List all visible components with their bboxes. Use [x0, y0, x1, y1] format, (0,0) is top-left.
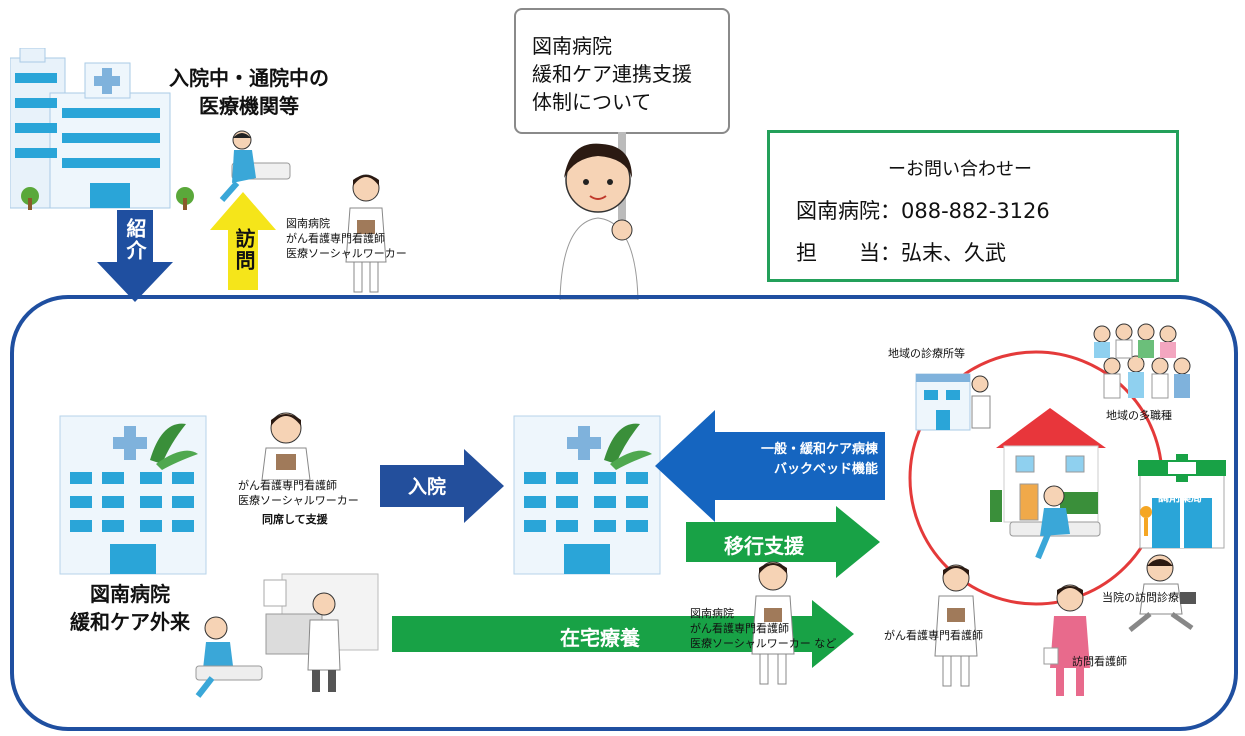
clinic-name: 図南病院 緩和ケア外来: [70, 582, 190, 634]
house-icon: [990, 408, 1106, 560]
contact-box: ーお問い合わせー 図南病院：088-882-3126 担 当：弘末、久武: [767, 130, 1179, 282]
main-frame: [10, 295, 1238, 731]
referral-arrow: [97, 210, 173, 302]
community-clinic: 地域の診療所等: [888, 347, 965, 360]
nurse-icon: [1043, 584, 1090, 696]
admit-arrow: [380, 449, 504, 523]
visit-staff: 図南病院 がん看護専門看護師 医療ソーシャルワーカー: [286, 217, 407, 260]
contact-person: ：弘末、久武: [880, 241, 1006, 265]
nurse-icon: [934, 564, 978, 687]
doctor-icon: [1128, 554, 1196, 632]
homecare-arrow: [392, 600, 854, 668]
sign-text: 図南病院 緩和ケア連携支援 体制について: [532, 34, 692, 114]
staff-left: がん看護専門看護師 医療ソーシャルワーカー: [238, 479, 359, 507]
community-multi-staff: 地域の多職種: [1106, 409, 1172, 422]
hospital-icon: [59, 415, 207, 575]
patient-icon: [219, 130, 291, 202]
hospital-icon: [513, 415, 661, 575]
community-visit-doctor: 当院の訪問診療: [1102, 591, 1179, 604]
nurse-icon: [345, 174, 387, 293]
pharmacy-icon: [1138, 454, 1226, 549]
doctor-icon: [195, 573, 379, 698]
contact-person-label: 担 当: [796, 241, 880, 265]
staff-left-note: 同席して支援: [262, 513, 328, 526]
homecare-label: 在宅療養: [560, 626, 640, 650]
contact-phone-label: 図南病院: [796, 199, 880, 223]
visit-arrow: [210, 192, 276, 290]
nurse-icon: [751, 561, 795, 685]
contact-phone: ：088-882-3126: [880, 199, 1050, 223]
contact-header: ーお問い合わせー: [888, 159, 1032, 180]
contact-person-row: 担 当：弘末、久武: [796, 237, 1006, 267]
visit-label: 訪問: [232, 228, 256, 272]
backbed-arrow: [655, 410, 885, 522]
admit-label: 入院: [408, 476, 447, 498]
sign-holder-icon: [559, 132, 639, 300]
transition-label: 移行支援: [724, 534, 804, 558]
contact-phone-row: 図南病院：088-882-3126: [796, 195, 1050, 225]
transition-arrow: [686, 506, 880, 578]
staff-group-icon: [1093, 323, 1191, 399]
community-cancer-nurse: がん看護専門看護師: [884, 629, 983, 642]
homecare-staff: 図南病院 がん看護専門看護師 医療ソーシャルワーカー など: [690, 607, 837, 650]
referral-label: 紹介: [123, 218, 147, 262]
facility-label: 入院中・通院中の 医療機関等: [169, 66, 329, 118]
community-pharmacy: 調剤薬局: [1158, 491, 1202, 504]
community-visit-nurse: 訪問看護師: [1072, 655, 1127, 668]
hospital-icon: [10, 48, 194, 210]
nurse-icon: [261, 412, 311, 480]
hospital-icon: [915, 373, 991, 431]
sign-board: 図南病院 緩和ケア連携支援 体制について: [514, 8, 730, 134]
backbed-label: 一般・緩和ケア病棟 バックベッド機能: [760, 442, 878, 477]
